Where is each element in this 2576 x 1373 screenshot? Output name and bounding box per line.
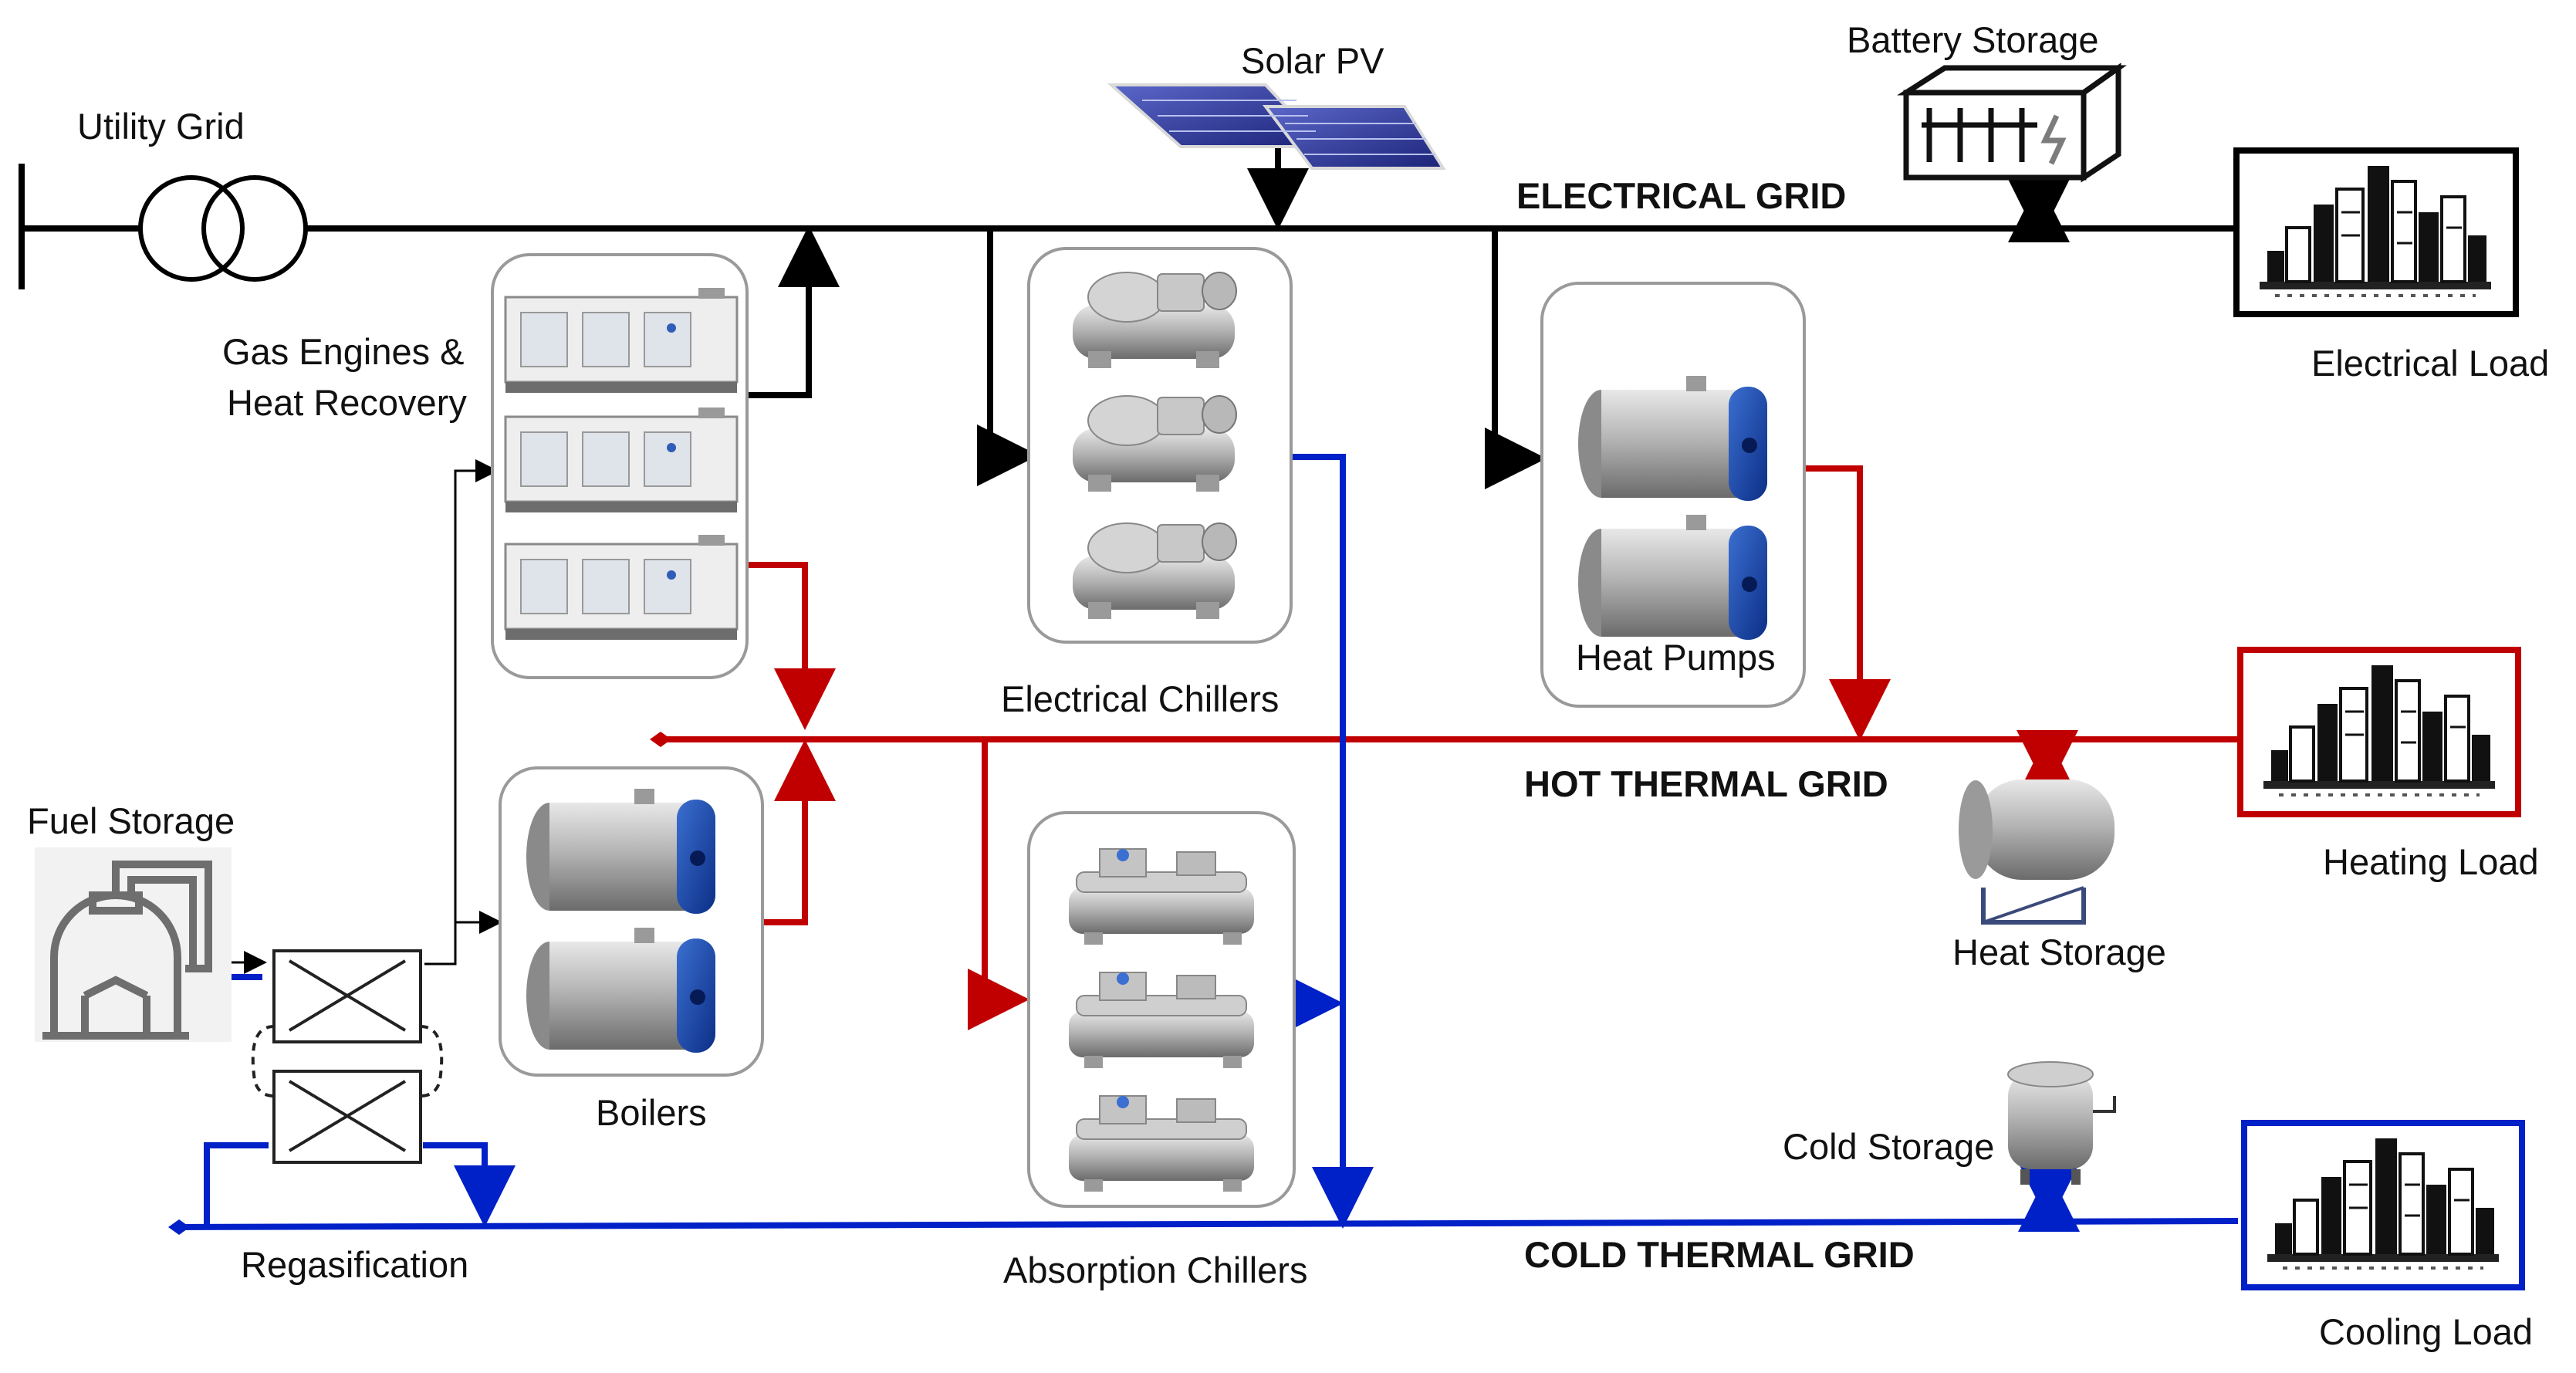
- transformer-icon: [138, 175, 308, 282]
- heat-pumps-label: Heat Pumps: [1576, 637, 1776, 678]
- absorption-chillers-label: Absorption Chillers: [1003, 1250, 1307, 1290]
- gas-engines-label-1: Gas Engines &: [222, 331, 465, 372]
- gas-engines-label-2: Heat Recovery: [227, 382, 467, 423]
- hot-grid-end-marker: [650, 732, 671, 747]
- hot-thermal-grid-label: HOT THERMAL GRID: [1524, 763, 1888, 804]
- absorption-chiller-icon: [1068, 848, 1255, 1192]
- cold-thermal-network: [178, 454, 2239, 1232]
- electrical-load-box: [2233, 147, 2519, 317]
- electrical-grid-label: ELECTRICAL GRID: [1516, 175, 1846, 216]
- heat-storage-tank-icon: [1959, 779, 2115, 925]
- hot-thermal-network: [661, 465, 2238, 1030]
- fuel-tank-icon: [35, 847, 232, 1042]
- battery-storage-label: Battery Storage: [1847, 19, 2099, 60]
- cold-grid-end-marker: [168, 1219, 190, 1235]
- cooling-load-box: [2241, 1120, 2525, 1290]
- electrical-load-label: Electrical Load: [2311, 343, 2549, 384]
- gas-engine-icon: [504, 286, 739, 641]
- heat-storage-label: Heat Storage: [1952, 932, 2166, 972]
- fuel-lines: [201, 459, 502, 974]
- heating-load-box: [2237, 647, 2521, 817]
- heating-load-label: Heating Load: [2323, 841, 2539, 882]
- utility-grid-label: Utility Grid: [77, 106, 245, 147]
- solar-panel-icon: [1107, 83, 1446, 170]
- heat-exchanger-icon: [251, 949, 444, 1164]
- electrical-network: [19, 147, 2238, 489]
- cooling-load-label: Cooling Load: [2319, 1311, 2533, 1352]
- solar-pv-label: Solar PV: [1241, 40, 1384, 81]
- fuel-storage-label: Fuel Storage: [27, 800, 235, 841]
- electrical-chillers-label: Electrical Chillers: [1001, 678, 1279, 719]
- cold-storage-tank-icon: [2007, 1061, 2116, 1185]
- boilers-label: Boilers: [596, 1092, 707, 1133]
- cold-storage-label: Cold Storage: [1783, 1126, 1994, 1167]
- regasification-label: Regasification: [241, 1244, 468, 1285]
- chiller-icon: [1072, 272, 1237, 620]
- battery-icon: [1897, 63, 2127, 183]
- cold-thermal-grid-label: COLD THERMAL GRID: [1524, 1234, 1915, 1275]
